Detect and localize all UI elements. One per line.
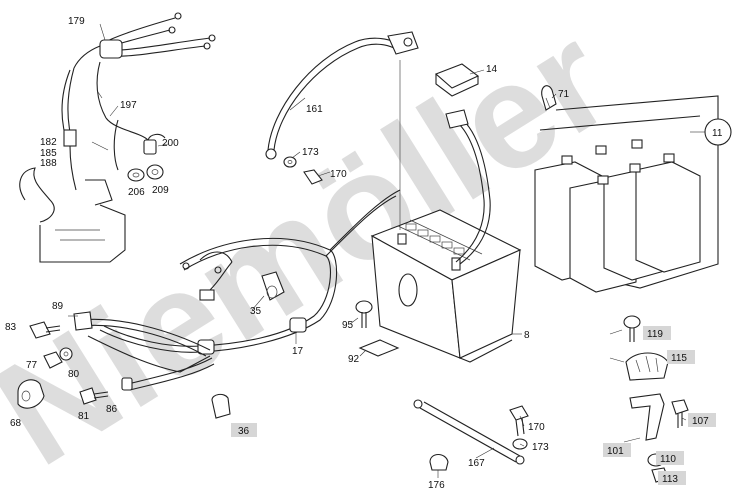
part-167-ground-strap (413, 399, 525, 465)
label-95: 95 (342, 320, 354, 331)
part-170-bolt-lower (509, 405, 529, 437)
part-71-clip (541, 85, 557, 111)
part-83-bolt (29, 321, 61, 339)
label-206: 206 (128, 187, 145, 198)
part-68-boot (17, 379, 45, 409)
part-200-connector (143, 133, 166, 155)
part-11-battery-pack (534, 95, 732, 293)
label-170-lower: 170 (528, 422, 545, 433)
label-197: 197 (120, 100, 137, 111)
label-14: 14 (486, 64, 498, 75)
battery-cable-positive (399, 60, 491, 265)
highlight-boxes (231, 326, 716, 485)
part-35-clip (261, 271, 285, 301)
label-86: 86 (106, 404, 118, 415)
label-113: 113 (662, 474, 678, 485)
part-176-clamp (429, 453, 449, 471)
label-36: 36 (238, 426, 250, 437)
label-101: 101 (607, 446, 624, 457)
part-81-bolt (79, 387, 109, 405)
label-176: 176 (428, 480, 445, 491)
part-170-bolt (303, 169, 323, 185)
part-14-terminal-cover (434, 63, 480, 97)
label-81: 81 (78, 411, 90, 422)
label-68: 68 (10, 418, 22, 429)
part-182-connector (63, 129, 77, 191)
label-182: 182 (40, 137, 57, 148)
label-77: 77 (26, 360, 38, 371)
label-92: 92 (348, 354, 360, 365)
part-209-grommet (146, 164, 164, 180)
part-206-grommet (127, 168, 145, 182)
label-119: 119 (647, 329, 663, 340)
part-8-battery (370, 209, 522, 363)
label-179: 179 (68, 16, 85, 27)
label-167: 167 (468, 458, 485, 469)
part-86-cable (121, 357, 215, 391)
label-173-upper: 173 (302, 147, 319, 158)
part-labels: 179 197 182 185 188 200 206 209 161 173 … (5, 16, 723, 491)
part-89-cable (73, 311, 211, 373)
part-17-main-harness (99, 189, 401, 355)
label-80: 80 (68, 369, 80, 380)
label-8: 8 (524, 330, 530, 341)
label-209: 209 (152, 185, 169, 196)
part-36-cap (211, 393, 231, 419)
label-170-upper: 170 (330, 169, 347, 180)
label-107: 107 (692, 416, 709, 427)
part-173-washer (283, 156, 297, 168)
part-80-washer (59, 347, 73, 361)
part-92-bracket (358, 339, 400, 357)
label-71: 71 (558, 89, 570, 100)
part-95-screw (355, 300, 373, 328)
part-161-cable (265, 31, 419, 160)
part-115-holder (625, 352, 669, 381)
label-11: 11 (712, 128, 723, 139)
label-200: 200 (162, 138, 179, 149)
label-89: 89 (52, 301, 64, 312)
label-188: 188 (40, 158, 57, 169)
part-77-nut (43, 351, 63, 369)
label-185: 185 (40, 148, 57, 159)
part-179-wire-harness (61, 12, 216, 171)
part-101-bracket (629, 393, 665, 441)
engine-block-outline (19, 167, 126, 263)
label-35: 35 (250, 306, 262, 317)
label-173-lower: 173 (532, 442, 549, 453)
label-115: 115 (671, 353, 687, 364)
label-161: 161 (306, 104, 323, 115)
part-119-screw (623, 315, 641, 342)
label-83: 83 (5, 322, 17, 333)
label-17: 17 (292, 346, 304, 357)
part-107-bolt (671, 399, 689, 428)
label-110: 110 (660, 454, 676, 465)
